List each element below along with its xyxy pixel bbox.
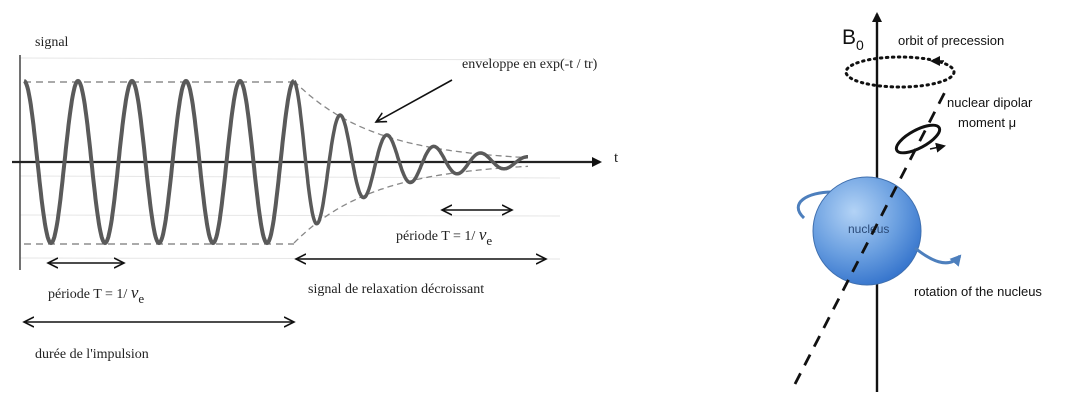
dipole-label: nuclear dipolar moment μ <box>947 95 1036 130</box>
envelope-pointer-arrow <box>376 80 452 122</box>
spin-ring <box>893 120 944 158</box>
orbit-label: orbit of precession <box>898 33 1004 48</box>
relaxation-label: signal de relaxation décroissant <box>308 282 484 297</box>
b0-field-label: B0 <box>842 26 864 53</box>
x-axis-label: t <box>614 150 619 166</box>
period-label-right: période T = 1/ νe <box>396 225 492 248</box>
rotation-arrow-front <box>915 248 960 263</box>
envelope-label: enveloppe en exp(-t / tr) <box>462 57 598 72</box>
precession-diagram: B0 orbit of precession nucleus rotation … <box>795 14 1042 392</box>
period-label-left: période T = 1/ νe <box>48 283 144 306</box>
rotation-label: rotation of the nucleus <box>914 284 1042 299</box>
pulse-duration-label: durée de l'impulsion <box>35 347 149 362</box>
spin-ring-arrow <box>930 146 944 149</box>
y-axis-label: signal <box>35 35 69 50</box>
signal-diagram: signal t enveloppe en exp(-t / tr) pério… <box>12 35 619 362</box>
envelope-upper <box>294 81 528 158</box>
nucleus-label: nucleus <box>848 222 889 236</box>
